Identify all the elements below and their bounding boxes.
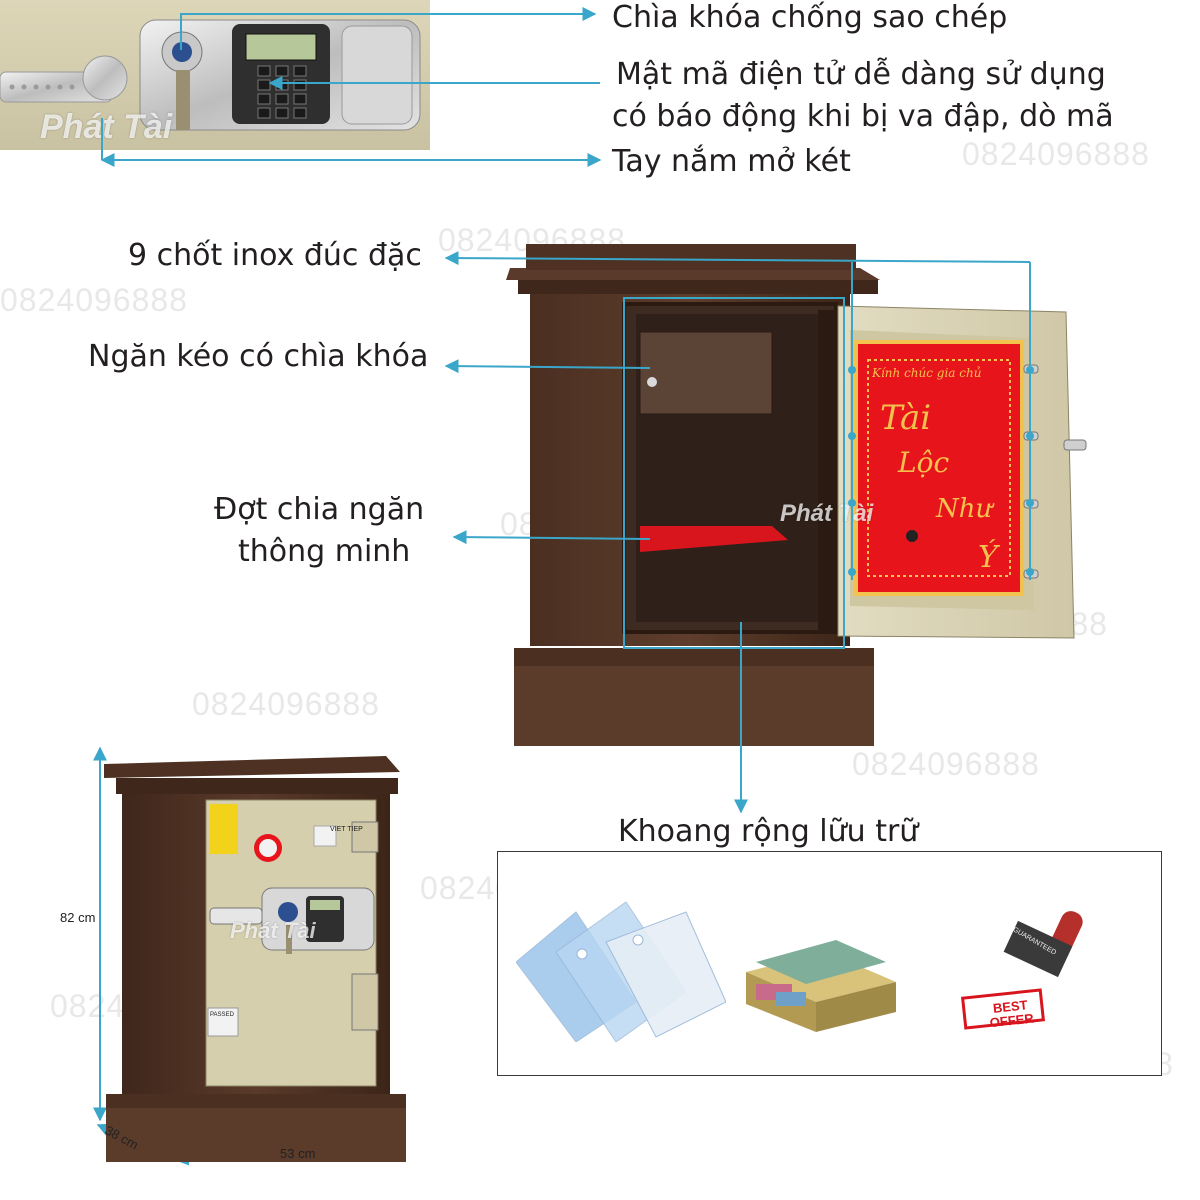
panel-greeting: Kính chúc gia chủ <box>872 366 982 380</box>
watermark-phone: 0824096888 <box>962 136 1150 172</box>
storage-items-box: GUARANTEED BEST OFFER <box>497 851 1162 1076</box>
watermark-phone: 0824096888 <box>0 282 188 318</box>
panel-wish-1: Tài <box>880 398 932 438</box>
callout-shelf-2: thông minh <box>238 534 411 569</box>
callout-shelf-1: Đợt chia ngăn <box>214 492 425 527</box>
dimension-height: 82 cm <box>60 910 96 925</box>
callout-drawer: Ngăn kéo có chìa khóa <box>88 339 429 374</box>
lock-closeup-image <box>0 0 430 150</box>
stamp-image <box>960 911 1083 1030</box>
open-safe-image <box>506 244 1087 746</box>
cash-stacks-image <box>746 940 896 1032</box>
brand-watermark: Phát Tài <box>40 108 173 146</box>
callout-storage: Khoang rộng lữu trữ <box>618 814 919 849</box>
dimension-width: 53 cm <box>280 1146 316 1161</box>
callout-anti-copy-key: Chìa khóa chống sao chép <box>612 0 1008 35</box>
brand-watermark: Phát Tài <box>230 918 316 943</box>
watermark-phone: 0824096888 <box>192 686 380 722</box>
closed-safe-image <box>104 756 406 1162</box>
document-folders-image <box>516 901 726 1042</box>
panel-wish-2: Lộc <box>898 446 950 479</box>
sticker-text: PASSED <box>210 1012 234 1018</box>
safe-badge: VIET TIEP <box>330 826 363 833</box>
callout-bolts: 9 chốt inox đúc đặc <box>128 238 422 273</box>
callout-handle: Tay nắm mở két <box>612 144 851 179</box>
brand-watermark: Phát Tài <box>780 500 874 527</box>
panel-wish-4: Ý <box>978 540 998 575</box>
callout-electronic-code-2: có báo động khi bị va đập, dò mã <box>612 99 1114 134</box>
callout-electronic-code-1: Mật mã điện tử dễ dàng sử dụng <box>616 57 1106 92</box>
panel-wish-3: Như <box>936 494 993 524</box>
watermark-phone: 0824096888 <box>852 746 1040 782</box>
